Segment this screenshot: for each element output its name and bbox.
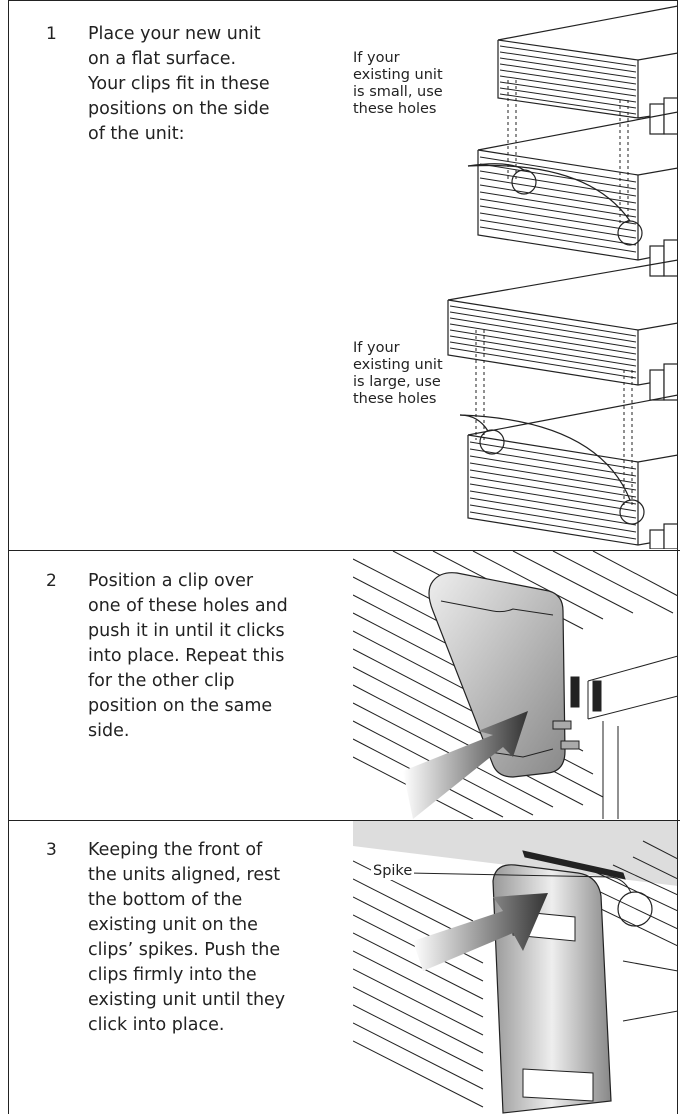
lower-unit-large	[467, 394, 678, 549]
step-3: 3 Keeping the front of the units aligned…	[8, 821, 680, 1114]
step-text-line: side.	[88, 721, 130, 741]
step-text-line: position on the same	[88, 696, 273, 716]
step-number: 1	[46, 24, 57, 44]
callout-line: these holes	[353, 391, 437, 407]
callout-small-unit: If your existing unit is small, use thes…	[353, 50, 443, 118]
callout-line: these holes	[353, 101, 437, 117]
callout-large-unit: If your existing unit is large, use thes…	[353, 340, 443, 408]
stacked-units-illustration: If your existing unit is small, use thes…	[338, 0, 678, 549]
page-frame	[8, 0, 678, 1114]
step-text-line: for the other clip	[88, 671, 235, 691]
step-1: 1 Place your new unit on a flat surface.…	[8, 0, 680, 551]
step-2: 2 Position a clip over one of these hole…	[8, 551, 680, 821]
callout-spike: Spike	[371, 863, 415, 880]
clip-insert-illustration	[353, 551, 678, 819]
step-text-line: existing unit until they	[88, 990, 286, 1010]
upper-unit-small	[497, 5, 678, 135]
step-text-line: into place. Repeat this	[88, 646, 285, 666]
step-text-line: on a flat surface.	[88, 49, 237, 69]
step-text-line: the bottom of the	[88, 890, 243, 910]
step-text-line: the units aligned, rest	[88, 865, 281, 885]
callout-line: If your	[353, 50, 400, 66]
step-text-line: Place your new unit	[88, 24, 261, 44]
callout-line: Spike	[373, 863, 413, 879]
step-text-line: one of these holes and	[88, 596, 288, 616]
step-text: Position a clip over one of these holes …	[88, 569, 328, 744]
upper-unit-large	[447, 259, 678, 401]
callout-line: If your	[353, 340, 400, 356]
callout-line: is small, use	[353, 84, 443, 100]
step-text-line: clips’ spikes. Push the	[88, 940, 281, 960]
callout-line: existing unit	[353, 67, 443, 83]
step-text-line: Position a clip over	[88, 571, 254, 591]
clip-spike-diagram	[353, 821, 678, 1114]
stacked-units-diagram	[447, 5, 678, 549]
clip-insert-diagram	[353, 551, 678, 819]
step-text-line: click into place.	[88, 1015, 225, 1035]
step-text: Keeping the front of the units aligned, …	[88, 838, 328, 1038]
callout-line: is large, use	[353, 374, 441, 390]
step-text-line: existing unit on the	[88, 915, 258, 935]
lower-unit-small	[477, 111, 678, 277]
step-number: 2	[46, 571, 57, 591]
step-text-line: clips firmly into the	[88, 965, 257, 985]
clip-spike-illustration: Spike	[353, 821, 678, 1114]
step-text: Place your new unit on a flat surface. Y…	[88, 22, 328, 147]
step-number: 3	[46, 840, 57, 860]
step-text-line: positions on the side	[88, 99, 270, 119]
step-text-line: of the unit:	[88, 124, 185, 144]
step-text-line: Your clips fit in these	[88, 74, 270, 94]
step-text-line: push it in until it clicks	[88, 621, 285, 641]
callout-line: existing unit	[353, 357, 443, 373]
step-text-line: Keeping the front of	[88, 840, 263, 860]
